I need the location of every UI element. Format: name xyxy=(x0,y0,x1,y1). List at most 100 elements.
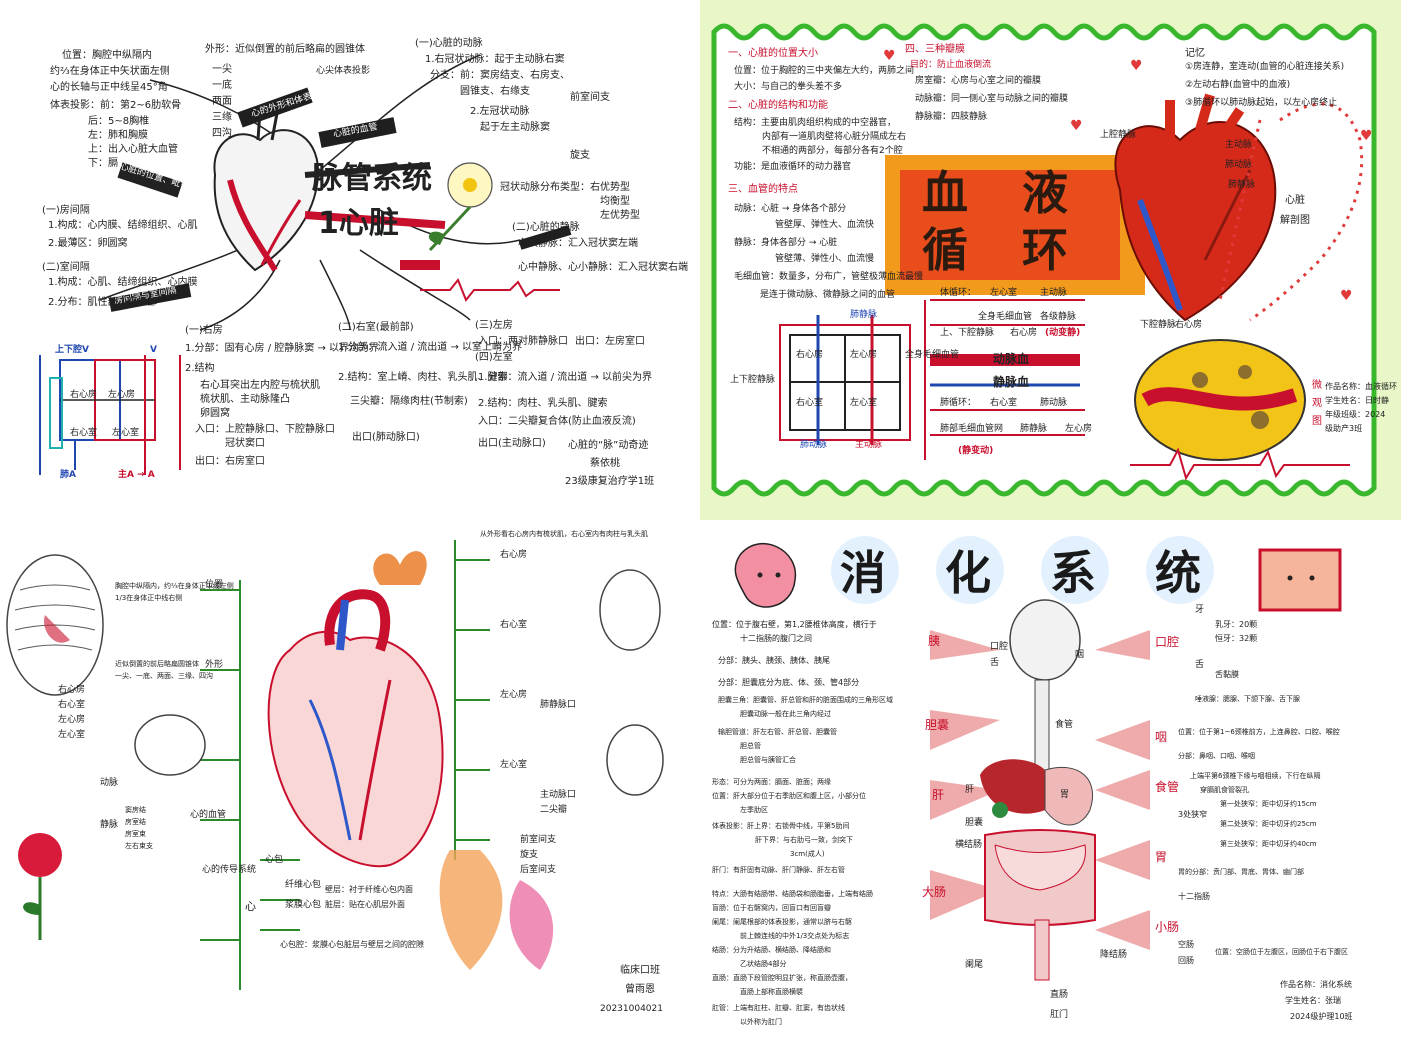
p4-lrg-h: 直肠上部称直肠横襞 xyxy=(740,988,803,996)
shape-item-4: 三缘 xyxy=(212,112,232,123)
p4-credit-2: 学生姓名：张瑞 xyxy=(1285,996,1341,1005)
micro-title-1: 微 xyxy=(1312,380,1322,391)
sign-class: 23级康复治疗学1班 xyxy=(565,476,655,487)
p3-peri-d: 脏层：贴在心肌层外面 xyxy=(325,900,405,909)
shape-item-1: 一尖 xyxy=(212,64,232,75)
grid-cap: 全身毛细血管 xyxy=(905,350,960,360)
s1-a: 位置：位于胸腔的三中夹偏左大约，两肺之间 xyxy=(734,66,915,76)
title-blood: 血 xyxy=(922,166,968,220)
grid-ra: 右心房 xyxy=(796,350,824,360)
la-title: (三)左房 xyxy=(475,320,513,331)
p4-org-pancreas: 胰 xyxy=(928,634,941,648)
shape-item-5: 四沟 xyxy=(212,128,232,139)
vseptum-1: 1.构成：心肌、结缔组织、心内膜 xyxy=(48,277,198,288)
lv-1: 1.分部：流入道 / 流出道 → 以前尖为界 xyxy=(478,372,653,383)
ra-title: (一)右房 xyxy=(185,325,223,336)
p4-liver-proj: 体表投影：肝上界：右锁骨中线，平第5肋间 xyxy=(712,822,850,830)
p4-liver-proj2: 肝下界：与右肋弓一致，剑突下 xyxy=(755,836,853,844)
grid-aorta: 主动脉 xyxy=(855,440,883,450)
diag-top: 上下腔V xyxy=(55,345,89,355)
shape-item-2: 一底 xyxy=(212,80,232,91)
septum-2: 2.最薄区：卵圆窝 xyxy=(48,238,128,249)
lbl-pa: 肺动脉 xyxy=(1225,160,1253,170)
p4-liver-shape: 形态：可分为两面：膈面、脏面；两缘 xyxy=(712,778,831,786)
s2-b: 内部有一道肌肉壁将心脏分隔成左右 xyxy=(762,132,907,142)
p3-right-a: 前室间支 xyxy=(520,835,557,845)
sys-b: 主动脉 xyxy=(1040,288,1068,298)
p3-pos-b: 1/3在身体正中线右侧 xyxy=(115,594,183,602)
p4-org-large: 大肠 xyxy=(922,885,947,899)
title-char-2: 化 xyxy=(945,546,991,600)
p4-gall-tri: 胆囊三角：胆囊管、肝总管和肝的脏面围成的三角形区域 xyxy=(718,696,893,704)
p4-eso-a: 上端平第6颈椎下缘与咽相续，下行在纵隔 xyxy=(1190,772,1321,780)
title-liquid: 液 xyxy=(1022,166,1068,220)
s3-b: 管壁厚、弹性大、血流快 xyxy=(775,220,875,230)
shape-title: 外形：近似倒置的前后略扁的圆锥体 xyxy=(205,44,365,55)
vein-great: 心大静脉：汇入冠状窦左端 xyxy=(518,238,638,249)
rv-2: 2.结构：室上嵴、肉柱、乳头肌、腱索 xyxy=(338,372,508,383)
lv-2: 2.结构：肉柱、乳头肌、腱索 xyxy=(478,398,608,409)
p4-org-pharynx: 咽 xyxy=(1155,730,1168,744)
diag-v: V xyxy=(150,345,157,355)
title-vascular: 脉管系统 xyxy=(312,161,432,196)
title-char-3: 系 xyxy=(1050,546,1096,600)
p4-mouth-gland: 唾液腺：腮腺、下颌下腺、舌下腺 xyxy=(1195,695,1300,703)
credit2-1: 作品名称：血液循环 xyxy=(1325,382,1397,391)
valve-3: 静脉瓣：四肢静脉 xyxy=(915,112,988,122)
ra-out: 出口：右房室口 xyxy=(195,456,265,467)
p4-lbl-rectum: 直肠 xyxy=(1050,990,1069,1000)
blood-arterial: 动脉血 xyxy=(993,352,1030,366)
p3-vein-head: 静脉 xyxy=(100,820,119,830)
p4-lbl-esophagus: 食管 xyxy=(1055,720,1074,730)
p4-lrg-a: 特点：大肠有结肠带、结肠袋和肠脂垂，上端有结肠 xyxy=(712,890,873,898)
grid-pa: 肺动脉 xyxy=(800,440,828,450)
circ-branch: 旋支 xyxy=(570,150,590,161)
memo-2: ②左动右静(血管中的血液) xyxy=(1185,80,1291,90)
p4-stom-a: 胃的分部：贲门部、胃底、胃体、幽门部 xyxy=(1178,868,1304,876)
p4-eso-e: 第二处狭窄：距中切牙约25cm xyxy=(1220,820,1317,828)
title-ring: 环 xyxy=(1022,223,1068,277)
p4-phar-pos: 位置：位于第1~6颈椎前方，上连鼻腔、口腔、喉腔 xyxy=(1178,728,1340,736)
sign-title: 心脏的“脉”动奇迹 xyxy=(568,440,649,451)
p3-right-pv: 肺静脉口 xyxy=(540,700,577,710)
title-char-4: 统 xyxy=(1155,546,1201,600)
p4-lbl-colon: 横结肠 xyxy=(955,840,983,850)
svg-text:♥: ♥ xyxy=(1130,58,1143,74)
rv-1: 1.分部：流入道 / 流出道 → 以室上嵴为界 xyxy=(338,342,523,353)
proj-label: 体表投影：前：第2~6肋软骨 xyxy=(50,100,182,111)
p3-artery-head: 动脉 xyxy=(100,778,119,788)
rv-out: 出口(肺动脉口) xyxy=(352,432,420,443)
diag-ra: 右心房 xyxy=(70,390,98,400)
proj-up: 上：出入心脏大血管 xyxy=(88,144,178,155)
svg-text:♥: ♥ xyxy=(883,48,896,64)
s1-title: 一、心脏的位置大小 xyxy=(728,48,818,59)
p4-lbl-liver: 肝 xyxy=(965,785,975,795)
valve-2: 动脉瓣：同一侧心室与动脉之间的瓣膜 xyxy=(915,94,1069,104)
p4-liver-part: 分部：胰头、胰颈、胰体、胰尾 xyxy=(718,656,830,665)
p4-lbl-tongue: 舌 xyxy=(990,658,1000,668)
p4-credit-3: 2024级护理10班 xyxy=(1290,1012,1353,1021)
p4-lbl-appendix: 阑尾 xyxy=(965,960,984,970)
p4-lbl-gall: 胆囊 xyxy=(965,818,984,828)
p4-bile3: 胆总管与胰管汇合 xyxy=(740,756,796,764)
p3-right-la: 左心房 xyxy=(500,690,528,700)
p3-pos-a: 胸腔中纵隔内，约⅔在身体正中线左侧 xyxy=(115,582,234,590)
credit2-2: 学生姓名：日时静 xyxy=(1325,396,1389,405)
sys-g: (动变静) xyxy=(1045,328,1081,338)
p3-right-c: 后室间支 xyxy=(520,865,557,875)
svg-text:♥: ♥ xyxy=(1340,288,1353,304)
p4-eso-b: 穿膈肌食管裂孔 xyxy=(1200,786,1249,794)
p4-lrg-d: 前上棘连线的中外1/3交点处为标志 xyxy=(740,932,850,940)
pul-circ-label: 肺循环： xyxy=(940,398,977,408)
p4-org-esophagus: 食管 xyxy=(1155,780,1180,794)
p3-cond-c: 房室束 xyxy=(125,830,146,838)
p4-bile2: 胆总管 xyxy=(740,742,761,750)
valves-title: 四、三种瓣膜 xyxy=(905,44,965,55)
grid-rv: 右心室 xyxy=(796,398,824,408)
lbl-aorta: 主动脉 xyxy=(1225,140,1253,150)
panel2-drawing: ♥ ♥ ♥ ♥ ♥ xyxy=(700,0,1401,520)
s1-b: 大小：与自己的拳头差不多 xyxy=(734,82,843,92)
sys-f: 右心房 xyxy=(1010,328,1038,338)
p4-eso-f: 第三处狭窄：距中切牙约40cm xyxy=(1220,840,1317,848)
lv-in: 入口：二尖瓣复合体(防止血液反流) xyxy=(478,416,636,427)
